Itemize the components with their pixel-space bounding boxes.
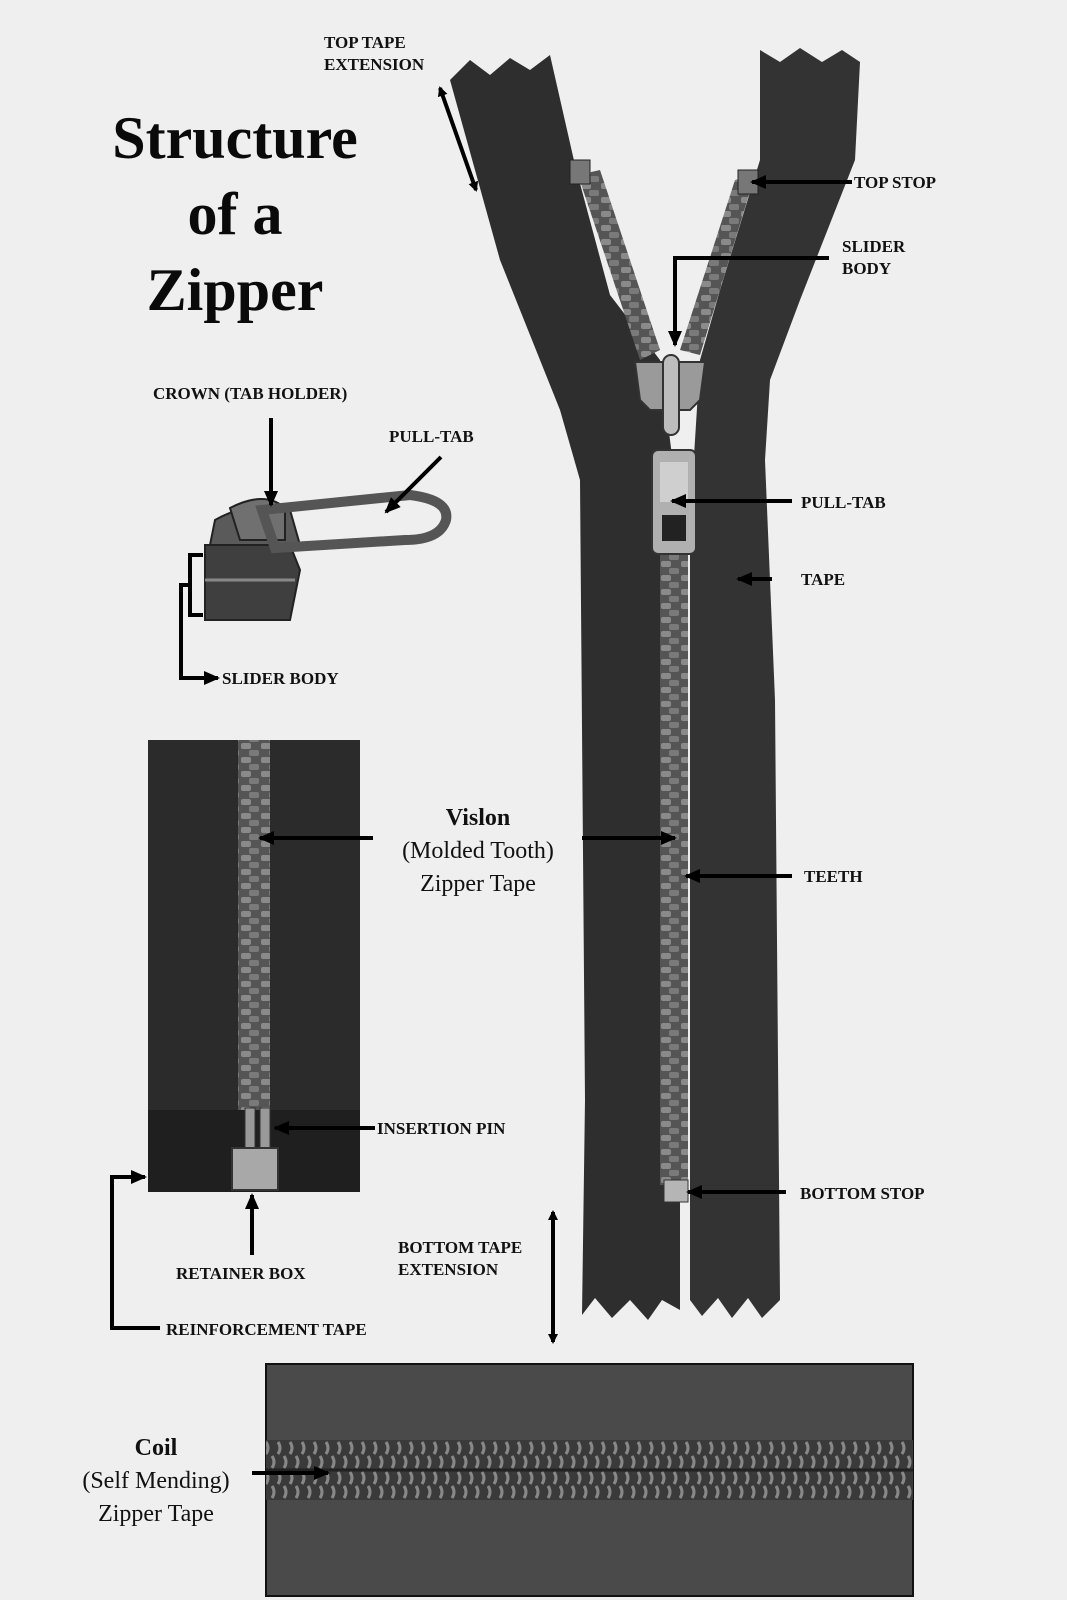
- title-line-1: Structure: [112, 105, 358, 171]
- title-line-2: of a: [187, 181, 283, 247]
- label-top-tape-extension-line1: TOP TAPE: [324, 33, 406, 52]
- label-bottom-tape-extension: BOTTOM TAPE EXTENSION: [398, 1237, 522, 1281]
- label-bottom-tape-extension-line1: BOTTOM TAPE: [398, 1238, 523, 1257]
- teeth-right-arm: [680, 175, 755, 355]
- label-pull-tab-left: PULL-TAB: [389, 427, 474, 446]
- label-coil-line3: Zipper Tape: [98, 1501, 214, 1527]
- label-coil-line2: (Self Mending): [82, 1468, 230, 1494]
- label-teeth: TEETH: [804, 867, 863, 886]
- arrow-slider-body-left: [179, 583, 220, 685]
- arrows: [110, 86, 852, 1480]
- arrow-reinforcement-tape: [110, 1170, 160, 1330]
- coil-closeup: [265, 1363, 914, 1597]
- insertion-pin: [244, 1107, 256, 1149]
- label-slider-body-right: SLIDER BODY: [842, 236, 905, 280]
- label-coil: Coil (Self Mending) Zipper Tape: [56, 1432, 256, 1531]
- vislon-closeup: [148, 740, 360, 1192]
- arrow-top-tape-extension: [437, 86, 479, 192]
- label-tape: TAPE: [801, 570, 846, 589]
- page-title: Structure of a Zipper: [80, 100, 390, 328]
- top-stop-left: [569, 159, 591, 185]
- label-vislon-line1: Vislon: [445, 805, 511, 831]
- bracket-slider-body-left: [188, 553, 203, 617]
- label-vislon: Vislon (Molded Tooth) Zipper Tape: [378, 802, 578, 901]
- vislon-teeth: [238, 740, 270, 1110]
- label-coil-line1: Coil: [134, 1435, 178, 1461]
- label-crown: CROWN (TAB HOLDER): [153, 384, 348, 403]
- label-top-tape-extension-line2: EXTENSION: [324, 55, 425, 74]
- label-top-stop: TOP STOP: [854, 173, 937, 192]
- label-vislon-line2: (Molded Tooth): [402, 838, 554, 864]
- main-zipper: [450, 48, 860, 1320]
- arrow-slider-body-right: [668, 256, 829, 347]
- arrow-pull-tab-left: [384, 455, 443, 514]
- label-retainer-box: RETAINER BOX: [176, 1264, 306, 1283]
- closeup-pull-tab: [255, 489, 452, 554]
- label-slider-body-right-line1: SLIDER: [842, 237, 906, 256]
- label-top-tape-extension: TOP TAPE EXTENSION: [324, 32, 424, 76]
- title-line-3: Zipper: [146, 257, 324, 323]
- tape-left: [450, 55, 680, 1320]
- label-slider-body-right-line2: BODY: [842, 259, 892, 278]
- label-slider-body-left: SLIDER BODY: [222, 669, 339, 688]
- teeth-left-arm: [578, 170, 660, 360]
- slider-crown: [662, 354, 680, 436]
- slider-closeup: [204, 489, 452, 621]
- bottom-stop: [663, 1179, 689, 1203]
- label-insertion-pin: INSERTION PIN: [377, 1119, 506, 1138]
- label-bottom-tape-extension-line2: EXTENSION: [398, 1260, 499, 1279]
- label-pull-tab-right: PULL-TAB: [801, 493, 886, 512]
- label-vislon-line3: Zipper Tape: [420, 871, 536, 897]
- label-reinforcement-tape: REINFORCEMENT TAPE: [166, 1320, 367, 1339]
- label-bottom-stop: BOTTOM STOP: [800, 1184, 925, 1203]
- retainer-box: [231, 1147, 279, 1191]
- teeth-closed: [660, 545, 688, 1185]
- tape-right: [690, 48, 860, 1318]
